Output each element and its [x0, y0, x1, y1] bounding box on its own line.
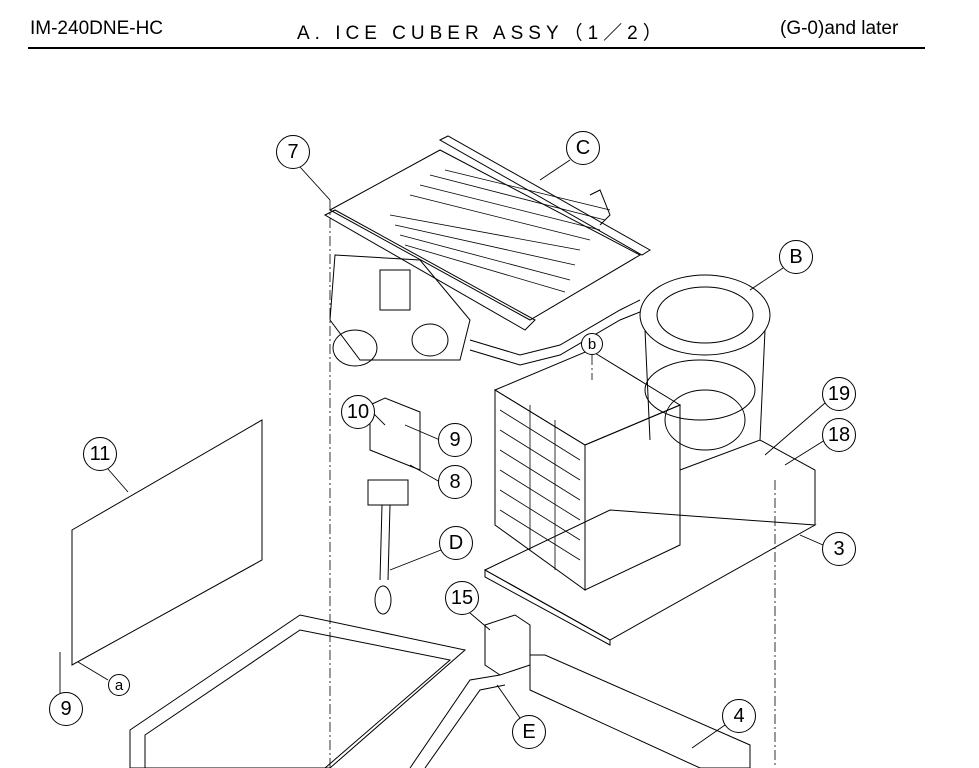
callout-11: 11: [83, 437, 117, 471]
front-panel: [529, 654, 751, 768]
callout-15: 15: [445, 581, 479, 615]
serial-range: (G-0)and later: [780, 18, 899, 39]
callout-a: a: [108, 674, 130, 696]
callout-b: b: [581, 333, 603, 355]
callout-19: 19: [822, 377, 856, 411]
alignment-lines: [329, 200, 776, 768]
callout-7: 7: [276, 135, 310, 169]
callout-4: 4: [722, 699, 756, 733]
leader-lines: [59, 159, 826, 749]
callout-D: D: [439, 526, 473, 560]
callout-8: 8: [438, 465, 472, 499]
side-panel: [71, 419, 263, 666]
callout-C: C: [566, 131, 600, 165]
callout-18: 18: [822, 418, 856, 452]
evaporator-assembly: [323, 135, 651, 367]
header-rule: [28, 47, 925, 49]
condenser: [493, 349, 682, 591]
drain-pan: [129, 614, 467, 768]
pipe: [409, 674, 501, 768]
callout-10: 10: [341, 395, 375, 429]
bracket-15: [484, 614, 531, 676]
bracket: [369, 397, 421, 471]
callout-9-lower: 9: [49, 692, 83, 726]
callout-B: B: [779, 240, 813, 274]
base-plate: [483, 439, 817, 646]
callout-E: E: [512, 715, 546, 749]
callout-9: 9: [438, 423, 472, 457]
switch-assembly: [367, 479, 409, 615]
callout-3: 3: [822, 532, 856, 566]
page-title: A. ICE CUBER ASSY（1／2）: [297, 23, 667, 44]
model-number: IM-240DNE-HC: [30, 18, 164, 39]
water-tank: [639, 274, 771, 451]
